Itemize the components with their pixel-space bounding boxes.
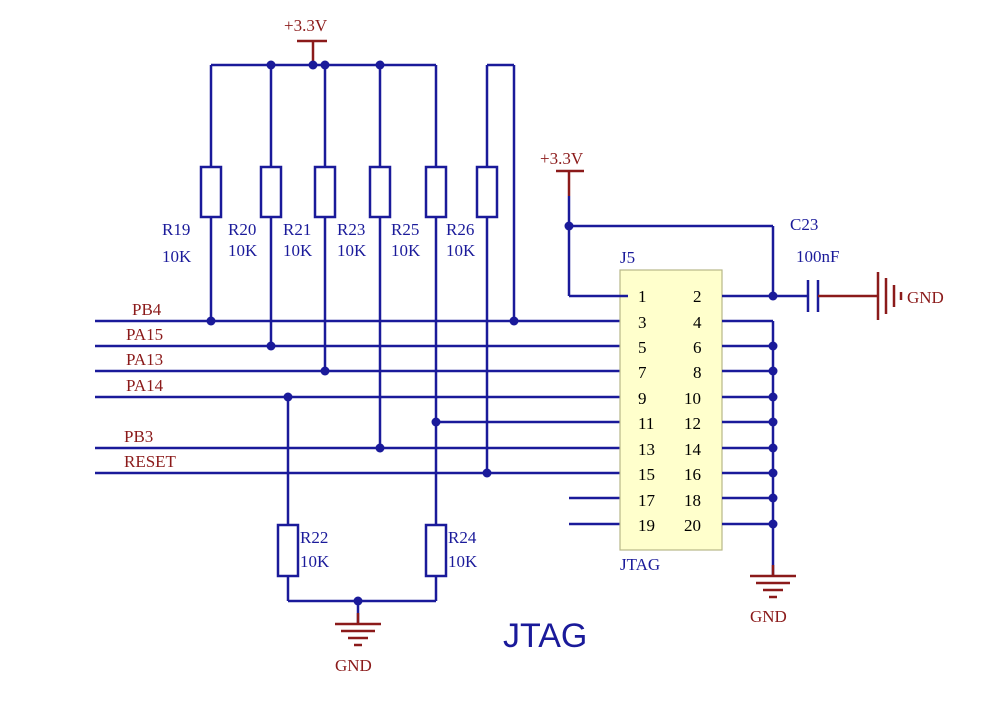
j5-name: JTAG <box>620 555 660 574</box>
top-vcc-label: +3.3V <box>284 16 328 35</box>
pin-9: 9 <box>638 389 647 408</box>
page-title: JTAG <box>503 617 587 655</box>
connector-body <box>619 269 723 551</box>
r22-ref: R22 <box>300 528 328 547</box>
pin-19: 19 <box>638 516 655 535</box>
bottom-gnd-symbol: GND <box>335 613 381 675</box>
resistor-r25: R25 10K <box>391 165 448 260</box>
r26-ref: R26 <box>446 220 474 239</box>
r24-ref: R24 <box>448 528 477 547</box>
r19-ref: R19 <box>162 220 190 239</box>
r19-value: 10K <box>162 247 192 266</box>
resistor-r23: R23 10K <box>337 165 392 260</box>
c23-gnd-symbol: GND <box>876 272 944 320</box>
pin-4: 4 <box>693 313 702 332</box>
resistor-r21: R21 10K <box>283 165 337 260</box>
pin-2: 2 <box>693 287 702 306</box>
pullup-rail <box>209 60 516 321</box>
pin-12: 12 <box>684 414 701 433</box>
resistor-r22: R22 10K <box>276 523 330 578</box>
c23-value: 100nF <box>796 247 839 266</box>
c23-gnd-label: GND <box>907 288 944 307</box>
pin-10: 10 <box>684 389 701 408</box>
pin-1: 1 <box>638 287 647 306</box>
pin-17: 17 <box>638 491 656 510</box>
pin-13: 13 <box>638 440 655 459</box>
r22-value: 10K <box>300 552 330 571</box>
bottom-gnd-label: GND <box>335 656 372 675</box>
r20-ref: R20 <box>228 220 256 239</box>
r23-ref: R23 <box>337 220 365 239</box>
net-label-pa13: PA13 <box>126 350 163 369</box>
pin-18: 18 <box>684 491 701 510</box>
pin-5: 5 <box>638 338 647 357</box>
j5-ref: J5 <box>620 248 635 267</box>
r25-value: 10K <box>391 241 421 260</box>
pin-6: 6 <box>693 338 702 357</box>
c23-ref: C23 <box>790 215 818 234</box>
resistor-r20: R20 10K <box>228 165 283 260</box>
r25-ref: R25 <box>391 220 419 239</box>
j5-vcc-wiring <box>564 196 808 301</box>
net-label-pa14: PA14 <box>126 376 164 395</box>
r26-value: 10K <box>446 241 476 260</box>
net-label-pa15: PA15 <box>126 325 163 344</box>
resistor-r24: R24 10K <box>424 523 478 578</box>
even-pin-gnd-bus <box>722 294 778 576</box>
signal-nets <box>95 316 628 526</box>
pulldown-network <box>286 397 438 624</box>
r21-value: 10K <box>283 241 313 260</box>
r24-value: 10K <box>448 552 478 571</box>
net-labels: PB4 PA15 PA13 PA14 PB3 RESET <box>124 300 177 471</box>
pin-3: 3 <box>638 313 647 332</box>
pin-7: 7 <box>638 363 647 382</box>
pin-20: 20 <box>684 516 701 535</box>
right-gnd-label: GND <box>750 607 787 626</box>
top-vcc-symbol: +3.3V <box>284 16 328 65</box>
net-label-pb4: PB4 <box>132 300 162 319</box>
j5-vcc-symbol: +3.3V <box>540 149 584 196</box>
pin-16: 16 <box>684 465 701 484</box>
pin-8: 8 <box>693 363 702 382</box>
right-gnd-symbol: GND <box>750 565 796 626</box>
pin-11: 11 <box>638 414 654 433</box>
r20-value: 10K <box>228 241 258 260</box>
pin-14: 14 <box>684 440 702 459</box>
net-label-reset: RESET <box>124 452 177 471</box>
r21-ref: R21 <box>283 220 311 239</box>
resistor-r26: R26 10K <box>446 165 499 260</box>
pin-15: 15 <box>638 465 655 484</box>
connector-j5: J5 JTAG 1 2 3 4 5 6 7 8 9 10 11 12 13 14… <box>619 248 723 574</box>
r23-value: 10K <box>337 241 367 260</box>
j5-vcc-label: +3.3V <box>540 149 584 168</box>
net-label-pb3: PB3 <box>124 427 153 446</box>
capacitor-c23: C23 100nF <box>790 215 878 312</box>
